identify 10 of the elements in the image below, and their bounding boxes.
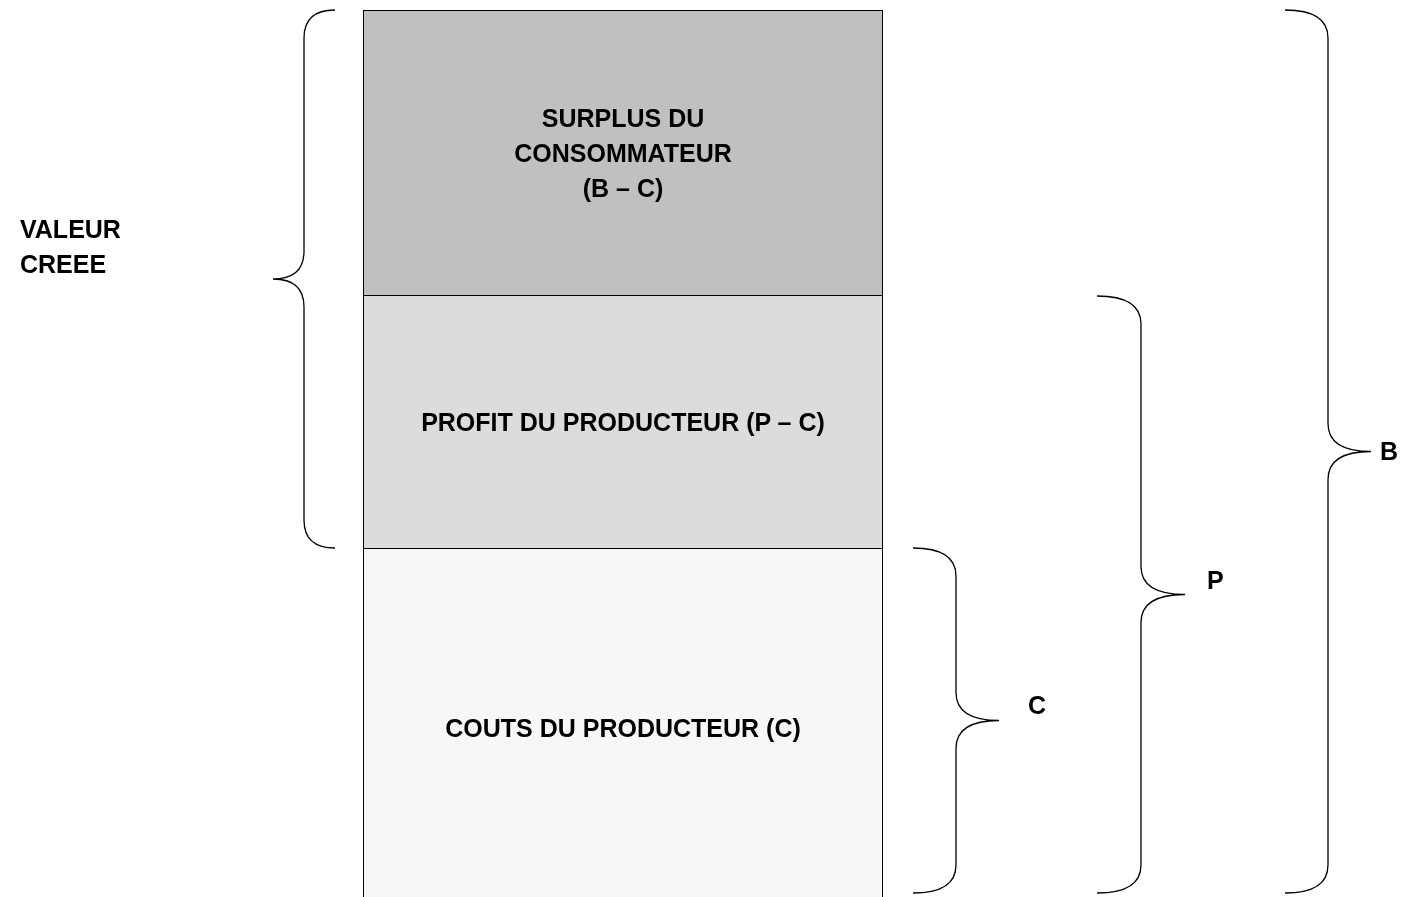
surplus-band [363,10,883,296]
brace-label: P [1207,565,1224,596]
brace-label: C [1028,690,1047,721]
band-label: PROFIT DU PRODUCTEUR (P – C) [421,406,825,438]
brace-label: VALEUR CREEE [20,214,122,280]
band-label: COUTS DU PRODUCTEUR (C) [445,713,801,744]
profit-band [363,295,883,549]
cost-band [363,548,883,897]
band-label: SURPLUS DU CONSOMMATEUR (B – C) [513,102,733,204]
brace-label: B [1380,436,1399,467]
